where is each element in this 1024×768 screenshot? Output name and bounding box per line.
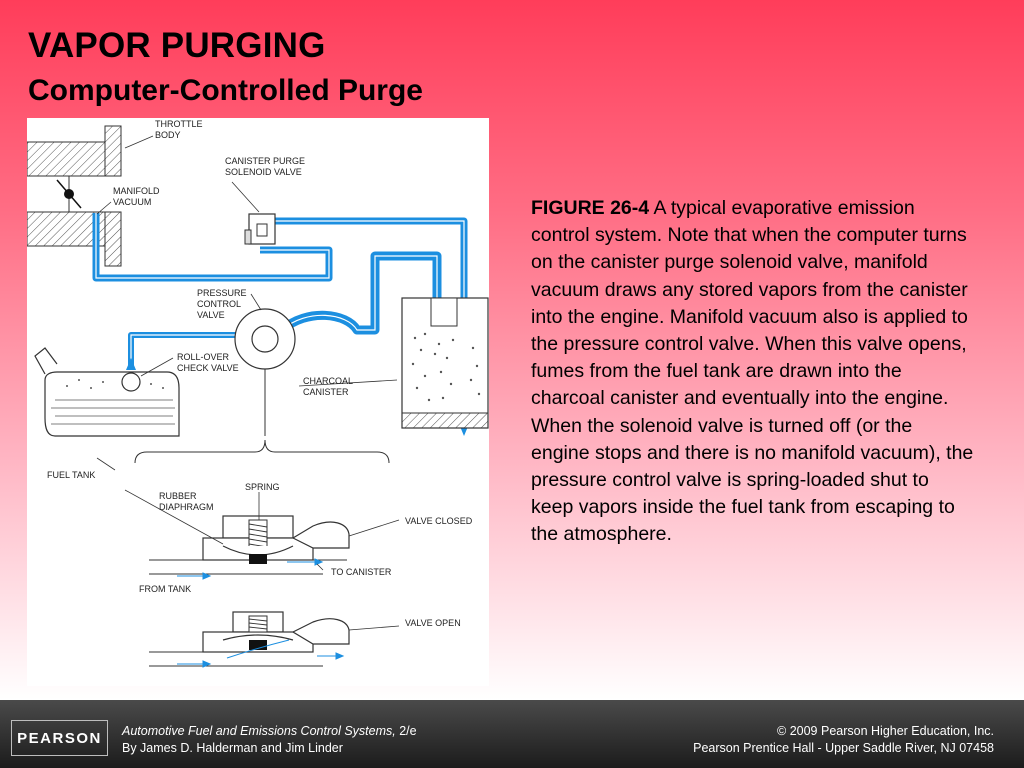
label-canister-purge-2: SOLENOID VALVE: [225, 167, 302, 177]
valve-open-detail: [149, 611, 350, 668]
footer-book-title-line: Automotive Fuel and Emissions Control Sy…: [122, 723, 417, 740]
label-pressure-1: PRESSURE: [197, 288, 247, 298]
throttle-body: [27, 125, 122, 267]
logo-text: PEARSON: [17, 729, 102, 747]
label-rubber-1: RUBBER: [159, 491, 197, 501]
caption-text: A typical evaporative emission control s…: [531, 197, 974, 546]
label-charcoal-1: CHARCOAL: [303, 376, 353, 386]
label-valve-open: VALVE OPEN: [405, 618, 461, 628]
charcoal-canister: [401, 297, 489, 429]
label-charcoal-2: CANISTER: [303, 387, 349, 397]
footer-copyright: © 2009 Pearson Higher Education, Inc.: [777, 724, 994, 738]
valve-closed-detail: [149, 515, 350, 580]
diagram-labels: THROTTLE BODY CANISTER PURGE SOLENOID VA…: [47, 119, 473, 628]
diagram-svg: THROTTLE BODY CANISTER PURGE SOLENOID VA…: [27, 119, 489, 668]
book-title: Automotive Fuel and Emissions Control Sy…: [122, 724, 396, 738]
figure-caption: FIGURE 26-4 A typical evaporative emissi…: [531, 195, 976, 549]
footer-bar: PEARSON Automotive Fuel and Emissions Co…: [0, 700, 1024, 768]
pearson-logo: PEARSON: [11, 720, 108, 756]
book-edition: 2/e: [395, 724, 417, 738]
evap-system-diagram: THROTTLE BODY CANISTER PURGE SOLENOID VA…: [27, 118, 489, 686]
label-throttle-2: BODY: [155, 130, 181, 140]
slide-subtitle: Computer-Controlled Purge: [28, 74, 423, 107]
footer-publisher: Pearson Prentice Hall - Upper Saddle Riv…: [693, 741, 994, 755]
canister-purge-solenoid: [244, 213, 276, 245]
label-pressure-2: CONTROL: [197, 299, 241, 309]
label-throttle-1: THROTTLE: [155, 119, 203, 129]
label-manifold-2: VACUUM: [113, 197, 151, 207]
slide-title: VAPOR PURGING: [28, 26, 326, 65]
footer-publisher-info: © 2009 Pearson Higher Education, Inc. Pe…: [693, 723, 994, 757]
leader-lines: [96, 135, 400, 631]
footer-book-info: Automotive Fuel and Emissions Control Sy…: [122, 723, 417, 757]
label-spring: SPRING: [245, 482, 280, 492]
label-from-tank: FROM TANK: [139, 584, 191, 594]
label-rollover-1: ROLL-OVER: [177, 352, 230, 362]
label-valve-closed: VALVE CLOSED: [405, 516, 473, 526]
label-pressure-3: VALVE: [197, 310, 225, 320]
pressure-control-valve: [234, 308, 296, 436]
footer-authors: By James D. Halderman and Jim Linder: [122, 741, 343, 755]
label-rubber-2: DIAPHRAGM: [159, 502, 214, 512]
label-fuel-tank: FUEL TANK: [47, 470, 95, 480]
label-canister-purge-1: CANISTER PURGE: [225, 156, 305, 166]
label-to-canister: TO CANISTER: [331, 567, 392, 577]
label-rollover-2: CHECK VALVE: [177, 363, 239, 373]
fuel-tank: [34, 347, 180, 437]
label-manifold-1: MANIFOLD: [113, 186, 160, 196]
figure-number: FIGURE 26-4: [531, 197, 650, 219]
